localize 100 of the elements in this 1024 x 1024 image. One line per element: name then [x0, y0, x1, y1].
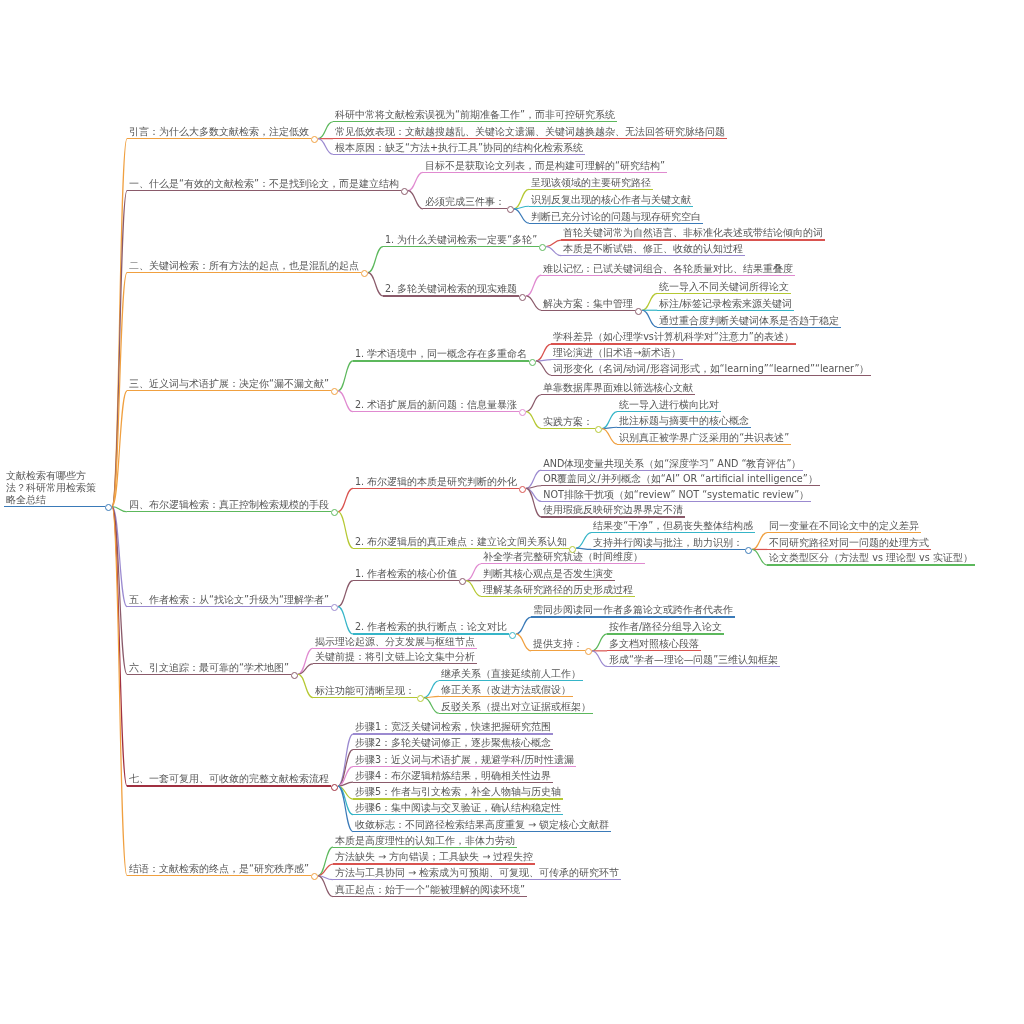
- branch-line: [423, 697, 440, 714]
- branch-line: [525, 469, 542, 489]
- branch-line: [535, 343, 552, 362]
- topic-label: 统一导入进行横向比对: [617, 399, 722, 417]
- topic-label: 2. 多轮关键词检索的现实难题: [383, 283, 527, 301]
- branch-line: [513, 208, 530, 224]
- root-topic: 文献检索有哪些方法？科研常用检索策略全总结: [4, 469, 112, 512]
- topic-label: 步骤4：布尔逻辑精炼结果，明确相关性边界: [353, 769, 554, 787]
- branch-line: [641, 292, 658, 311]
- topic-label: 按作者/路径分组导入论文: [607, 621, 725, 639]
- topic-label: 同一变量在不同论文中的定义差异: [767, 519, 922, 538]
- branch-line: [525, 487, 542, 502]
- topic-label: 五、作者检索：从“找论文”升级为“理解学者”: [127, 594, 338, 612]
- topic-label: 补全学者完整研究轨迹（时间维度）: [481, 551, 646, 569]
- branch-line: [337, 765, 354, 787]
- branch-line: [407, 190, 424, 210]
- topic-label: 形成“学者—理论—问题”三维认知框架: [607, 653, 781, 672]
- topic-label: 揭示理论起源、分支发展与枢纽节点: [312, 635, 477, 653]
- branch-line: [111, 390, 128, 508]
- topic-label: NOT排除干扰项（如“review” NOT “systematic review”）: [541, 488, 812, 506]
- topic-label: 真正起点：始于一个“能被理解的阅读环境”: [332, 883, 527, 902]
- topic-label: 多文档对照核心段落: [607, 638, 702, 656]
- topic-label: 反驳关系（提出对立证据或框架）: [438, 700, 593, 718]
- branch-line: [337, 487, 354, 513]
- topic-label: 学科差异（如心理学vs计算机科学对“注意力”的表述）: [551, 331, 796, 349]
- topic-label: OR覆盖同义/并列概念（如“AI” OR “artificial intelligence”）: [541, 473, 820, 491]
- branch-line: [297, 673, 314, 699]
- topic-label: 1. 布尔逻辑的本质是研究判断的外化: [353, 475, 527, 493]
- topic-label: 1. 学术语境中，同一概念存在多重命名: [352, 348, 537, 366]
- topic-label: 结果变“干净”，但易丧失整体结构感: [591, 519, 756, 538]
- topic-label: 步骤5：作者与引文检索，补全人物轴与历史轴: [353, 786, 564, 804]
- topic-label: 论文类型区分（方法型 vs 理论型 vs 实证型）: [767, 552, 975, 570]
- branch-line: [337, 749, 354, 787]
- branch-line: [545, 245, 562, 257]
- topic-label: 步骤3：近义词与术语扩展，规避学科/历时性遗漏: [353, 753, 577, 772]
- topic-label: 1. 作者检索的核心价值: [352, 568, 467, 586]
- topic-label: 判断已充分讨论的问题与现存研究空白: [528, 210, 703, 228]
- topic-label: 理解某条研究路径的历史形成过程: [481, 583, 636, 601]
- branch-line: [337, 580, 354, 608]
- branch-line: [337, 511, 354, 549]
- branch-line: [317, 846, 334, 877]
- topic-label: 继承关系（直接延续前人工作）: [438, 668, 583, 686]
- topic-label: 二、关键词检索：所有方法的起点，也是混乱的起点: [127, 259, 368, 278]
- topic-label: 目标不是获取论文列表，而是构建可理解的“研究结构”: [422, 159, 667, 178]
- topic-label: 方法与工具协同 → 检索成为可预期、可复现、可传承的研究环节: [332, 867, 622, 885]
- branch-line: [525, 394, 542, 413]
- branch-line: [465, 563, 482, 582]
- branch-line: [525, 274, 542, 297]
- topic-label: 结语：文献检索的终点，是“研究秩序感”: [127, 863, 318, 881]
- topic-label: 六、引文追踪：最可靠的“学术地图”: [127, 661, 298, 679]
- topic-label: 判断其核心观点是否发生演变: [481, 568, 616, 586]
- branch-line: [525, 411, 542, 430]
- topic-label: 三、近义词与术语扩展：决定你“漏不漏文献”: [127, 378, 338, 396]
- branch-line: [601, 411, 618, 430]
- branch-line: [465, 580, 482, 597]
- branch-line: [525, 295, 542, 311]
- topic-label: 一、什么是“有效的文献检索”：不是找到论文，而是建立结构: [127, 178, 408, 196]
- topic-label: 四、布尔逻辑检索：真正控制检索规模的手段: [127, 499, 338, 517]
- topic-label: 通过重合度判断关键词体系是否趋于稳定: [657, 314, 842, 332]
- topic-label: 提供支持：: [531, 638, 593, 656]
- branch-line: [317, 138, 334, 155]
- topic-label: 单靠数据库界面难以筛选核心文献: [541, 382, 696, 400]
- topic-label: 方法缺失 → 方向错误；工具缺失 → 过程失控: [332, 851, 536, 869]
- topic-label: 标注/标签记录检索来源关键词: [657, 297, 795, 315]
- topic-label: 标注功能可清晰呈现：: [312, 685, 424, 703]
- topic-label: 根本原因：缺乏“方法+执行工具”协同的结构化检索系统: [333, 141, 585, 159]
- branch-line: [367, 245, 384, 274]
- topic-label: 词形变化（名词/动词/形容词形式，如“learning”“learned”“learner”）: [551, 362, 872, 380]
- branch-line: [601, 427, 618, 445]
- branch-line: [297, 663, 314, 675]
- topic-label: 使用瑕疵反映研究边界界定不清: [541, 504, 686, 522]
- topic-label: 步骤6：集中阅读与交叉验证，确认结构稳定性: [353, 802, 564, 820]
- topic-label: 呈现该领域的主要研究路径: [528, 176, 653, 194]
- topic-label: 2. 术语扩展后的新问题：信息量暴涨: [352, 399, 527, 417]
- branch-line: [111, 505, 128, 675]
- topic-label: 关键前提：将引文链上论文集中分析: [312, 651, 477, 669]
- branch-line: [337, 785, 354, 816]
- branch-line: [367, 271, 384, 297]
- branch-line: [641, 309, 658, 328]
- branch-line: [337, 360, 354, 392]
- branch-line: [337, 785, 354, 833]
- branch-line: [337, 390, 354, 413]
- topic-label: 批注标题与摘要中的核心概念: [617, 414, 752, 432]
- branch-line: [111, 505, 128, 608]
- branch-line: [515, 633, 532, 652]
- topic-label: 修正关系（改进方法或假设）: [438, 683, 573, 701]
- topic-label: 需同步阅读同一作者多篇论文或跨作者代表作: [531, 604, 736, 622]
- topic-label: 步骤1：宽泛关键词检索，快速把握研究范围: [353, 721, 554, 739]
- topic-label: 解决方案：集中管理: [541, 297, 643, 315]
- topic-label: 识别反复出现的核心作者与关键文献: [528, 193, 693, 211]
- branch-line: [591, 633, 608, 652]
- topic-label: 首轮关键词常为自然语言、非标准化表述或带结论倾向的词: [561, 227, 826, 245]
- branch-line: [317, 121, 334, 140]
- topic-label: 统一导入不同关键词所得论文: [657, 280, 792, 298]
- topic-label: 引言：为什么大多数文献检索，注定低效: [127, 126, 318, 144]
- topic-label: AND体现变量共现关系（如“深度学习” AND “教育评估”）: [541, 457, 804, 475]
- branch-line: [423, 680, 440, 699]
- branch-line: [535, 360, 552, 376]
- branch-line: [111, 505, 128, 513]
- branch-line: [515, 616, 532, 635]
